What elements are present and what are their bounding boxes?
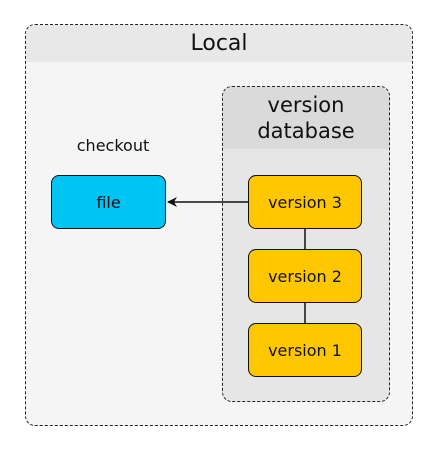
version-2-label: version 2 [268,266,342,286]
version-1-label: version 1 [268,340,342,360]
version-3-node: version 3 [248,175,362,229]
version-database-title-line1: version [267,93,345,117]
file-node-label: file [96,192,121,212]
version-database-title-line2: database [257,119,355,143]
version-1-node: version 1 [248,323,362,377]
checkout-label: checkout [76,136,150,155]
version-3-label: version 3 [268,192,342,212]
file-node: file [51,175,166,229]
version-2-node: version 2 [248,249,362,303]
version-database-header: version database [223,87,389,149]
local-title: Local [26,25,412,62]
